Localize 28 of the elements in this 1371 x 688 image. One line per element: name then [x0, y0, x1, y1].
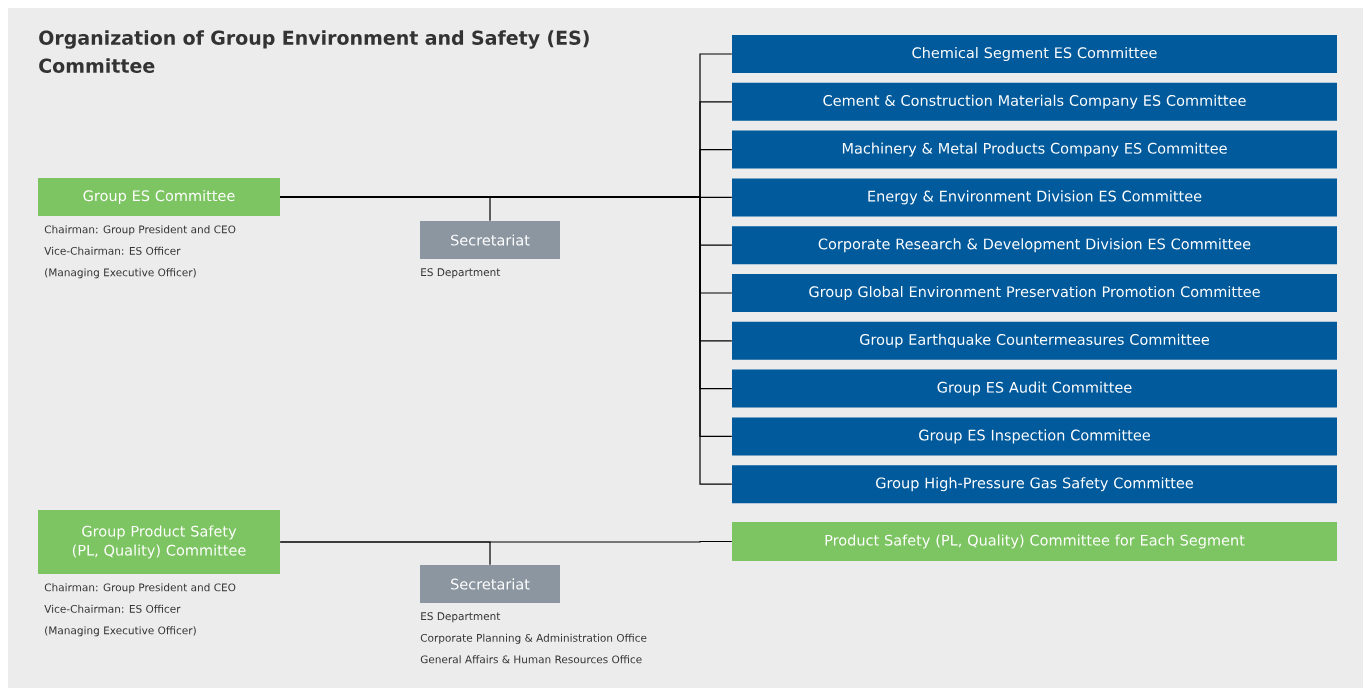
connector-line: [279, 196, 733, 485]
caption-text: Vice-Chairman: ES Officer: [44, 246, 181, 255]
caption-text: (Managing Executive Officer): [45, 268, 196, 279]
committee-box: Energy & Environment Division ES Committee: [732, 178, 1337, 217]
committee-box: Cement & Construction Materials Company ES Committee: [732, 82, 1337, 121]
committee-box: Group High-Pressure Gas Safety Committee: [732, 465, 1337, 504]
caption-text: Chairman: Group President and CEO: [44, 225, 236, 236]
committee-box: Group Global Environment Preservation Promotion Committee: [732, 274, 1337, 312]
caption-text: ES Department: [421, 612, 501, 623]
committee-box: Group ES Committee: [38, 178, 280, 216]
secretariat-box: Secretariat: [420, 565, 560, 603]
caption-text: (Managing Executive Officer): [45, 626, 196, 637]
committee-box: Group ES Inspection Committee: [732, 417, 1337, 456]
committee-box: Product Safety (PL, Quality) Committee for Each Segment: [732, 522, 1337, 561]
caption-text: Corporate Planning & Administration Office: [420, 633, 647, 644]
committee-box: Group ES Audit Committee: [732, 369, 1337, 408]
committee-box: Chemical Segment ES Committee: [732, 35, 1337, 73]
caption-text: Chairman: Group President and CEO: [44, 583, 236, 594]
caption-text: Vice-Chairman: ES Officer: [44, 604, 181, 613]
committee-box: Group Earthquake Countermeasures Committee: [732, 321, 1337, 360]
caption-text: General Affairs & Human Resources Office: [420, 655, 642, 664]
title: Organization of Group Environment and Safety (ES) Committee: [39, 30, 589, 73]
caption-text: ES Department: [421, 268, 501, 279]
connector-line: [279, 540, 733, 543]
committee-box: Corporate Research & Development Division ES Committee: [732, 226, 1337, 265]
committee-box: Group Product Safety (PL, Quality) Committee: [38, 510, 280, 574]
secretariat-box: Secretariat: [420, 221, 560, 259]
committee-box: Machinery & Metal Products Company ES Committee: [732, 130, 1337, 169]
